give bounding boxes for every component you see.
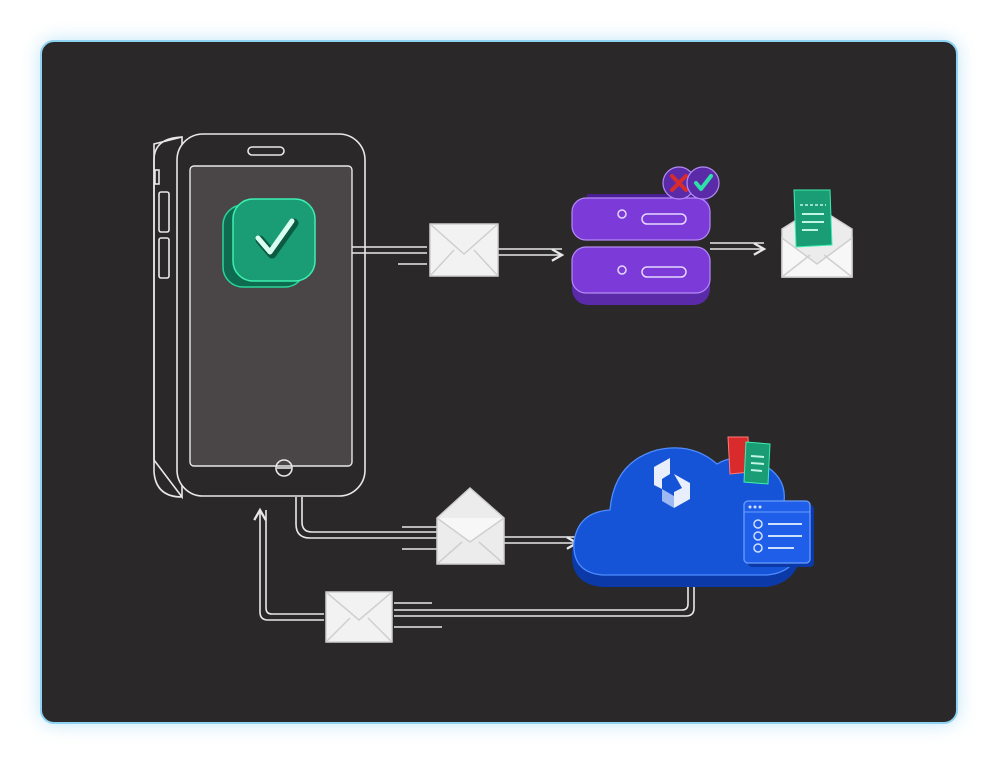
smartphone-icon <box>153 133 366 500</box>
approve-check-icon <box>686 166 720 200</box>
edge-cloud-to-phone <box>253 507 695 628</box>
checkmark-app-icon <box>222 198 316 288</box>
edge-server-to-envelope <box>710 242 767 256</box>
reject-x-icon <box>662 166 696 200</box>
envelope-icon <box>429 223 499 277</box>
ticket-icon <box>727 436 771 485</box>
list-panel-icon <box>743 500 814 567</box>
open-envelope-icon <box>436 486 505 565</box>
edge-phone-to-cloud <box>295 497 580 550</box>
diagram-frame <box>40 40 958 724</box>
flow-diagram <box>153 133 853 643</box>
envelope-icon <box>325 591 393 643</box>
edge-phone-to-server <box>352 246 565 265</box>
logo-icon <box>654 458 690 508</box>
envelope-with-ticket-icon <box>781 189 853 278</box>
server-stack-icon <box>571 194 711 305</box>
